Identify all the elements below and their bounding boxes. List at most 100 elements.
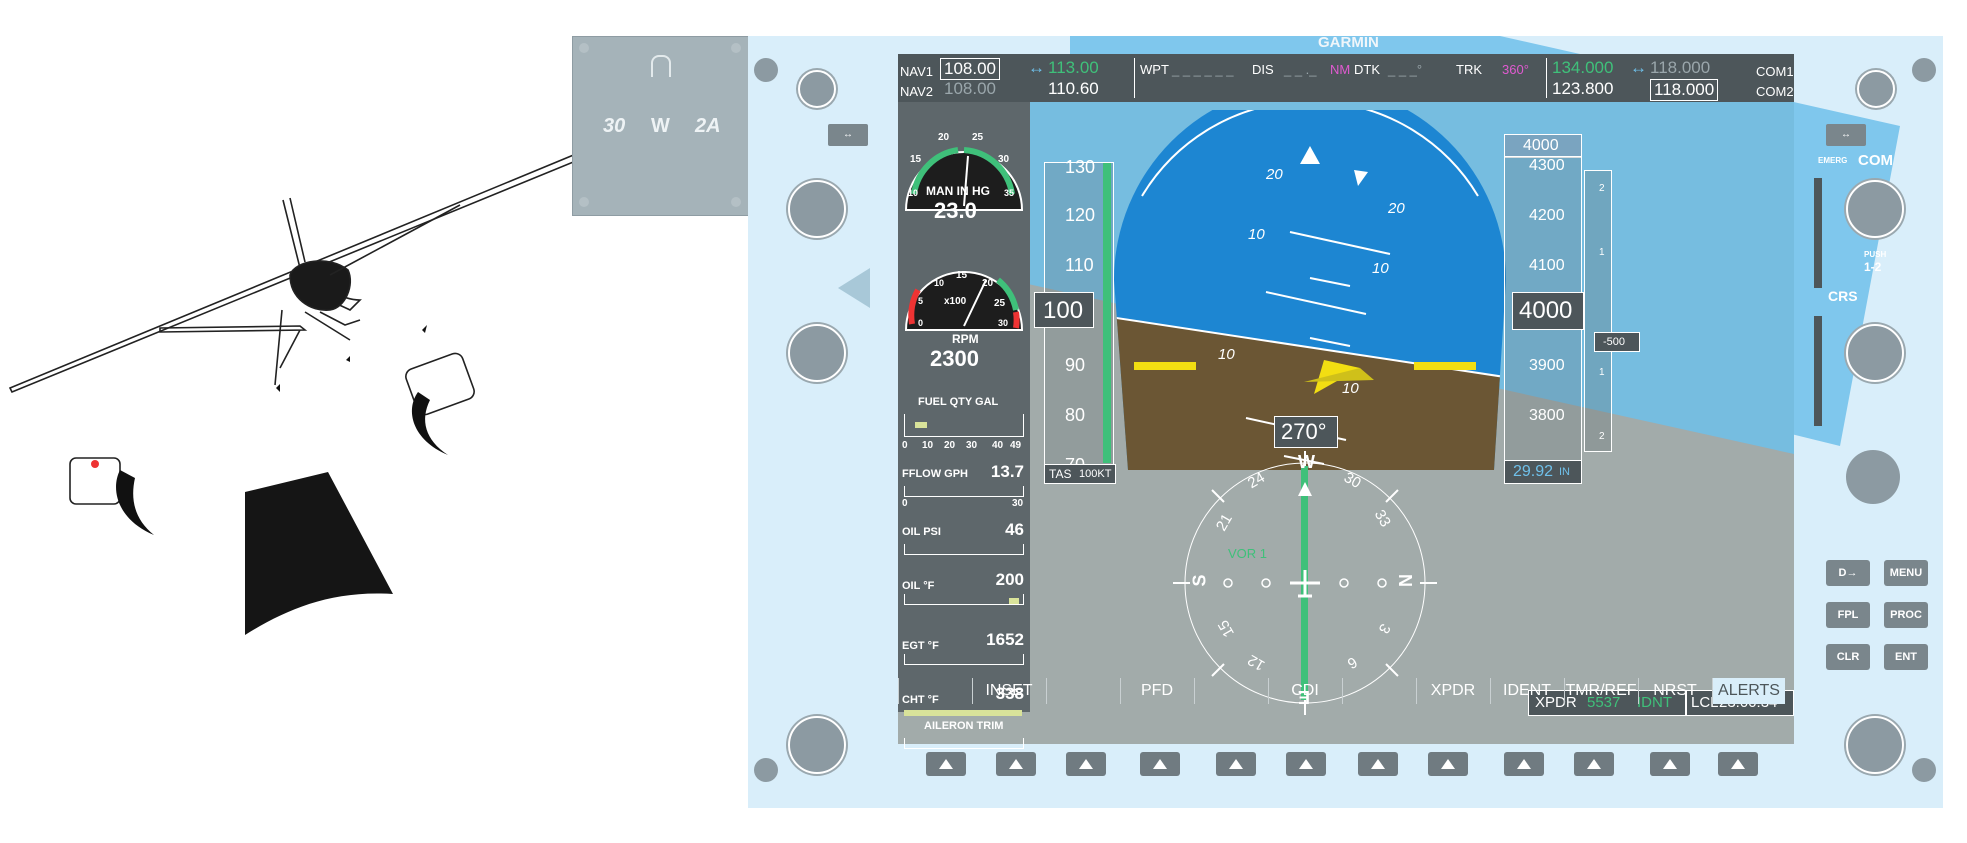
softkey-1[interactable] [898,678,971,704]
softkey-button-9[interactable] [1504,752,1544,776]
compass-heading-right: 2A [695,115,721,137]
direct-to-button[interactable]: D→ [1826,560,1870,586]
range-knob[interactable] [1846,450,1900,504]
softkey-button-7[interactable] [1358,752,1398,776]
altitude-knob[interactable] [788,716,846,774]
screw-icon [1912,758,1936,782]
crs-baro-knob[interactable] [1846,324,1904,382]
nav-volume-knob[interactable] [798,70,836,108]
com1-standby-frequency[interactable]: 118.000 [1650,58,1711,77]
oil-psi-bar [904,544,1024,555]
proc-button[interactable]: PROC [1884,602,1928,628]
fuel-qty-bar [904,414,1024,437]
com-label: COM [1858,152,1893,169]
magnetic-compass: 30 W 2A [572,36,750,216]
altitude-tick: 3900 [1529,357,1565,374]
engine-gauges [904,147,1024,331]
selected-altitude[interactable]: 4000 [1504,134,1582,158]
softkey-3[interactable] [1046,678,1119,704]
ent-button[interactable]: ENT [1884,644,1928,670]
aileron-trim-label: AILERON TRIM [924,720,1004,732]
softkey-alerts[interactable]: ALERTS [1712,678,1785,704]
baro-setting[interactable]: 29.92 IN [1504,460,1582,484]
trk-value: 360° [1502,62,1529,77]
xpdr-mode: IDNT [1637,694,1672,711]
softkey-cdi[interactable]: CDI [1268,678,1341,704]
nav-com-bar: NAV1 108.00 ↔ 113.00 NAV2 108.00 110.60 … [898,54,1794,102]
wpt-value: _ _ _ _ _ _ [1172,62,1234,77]
baro-value: 29.92 [1513,463,1554,480]
hsi-cardinal-n: N [1395,574,1415,587]
pfd-screen: NAV1 108.00 ↔ 113.00 NAV2 108.00 110.60 … [898,54,1794,749]
rpm-tick-30: 30 [998,318,1009,328]
heading-readout: 270° [1274,416,1338,448]
clr-button[interactable]: CLR [1826,644,1870,670]
airspeed-tick: 90 [1065,355,1086,375]
softkey-tmr-ref[interactable]: TMR/REF [1564,678,1637,704]
softkey-button-10[interactable] [1574,752,1614,776]
nav-frequency-knob[interactable] [788,180,846,238]
pitch-label-left-20: 20 [1266,166,1283,183]
pitch-label-right-minus10: 10 [1342,380,1359,397]
com2-label: COM2 [1756,84,1794,99]
softkey-button-1[interactable] [926,752,966,776]
softkey-button-8[interactable] [1428,752,1468,776]
manifold-gauge [904,147,1024,211]
softkey-ident[interactable]: IDENT [1490,678,1563,704]
com-swap-button[interactable]: ↔ [1826,124,1866,146]
rpm-label: RPM [952,332,979,346]
fuel-tick-0: 0 [902,440,908,451]
nav2-standby-frequency[interactable]: 108.00 [944,79,996,98]
com2-standby-frequency[interactable]: 118.000 [1650,79,1719,101]
softkey-button-2[interactable] [996,752,1036,776]
menu-button[interactable]: MENU [1884,560,1928,586]
softkey-button-12[interactable] [1718,752,1758,776]
softkey-button-6[interactable] [1286,752,1326,776]
xpdr-code: 5537 [1587,694,1621,711]
oil-temp-fill [1009,598,1019,604]
softkey-xpdr[interactable]: XPDR [1416,678,1489,704]
softkey-button-5[interactable] [1216,752,1256,776]
softkey-button-11[interactable] [1650,752,1690,776]
rpm-tick-20: 20 [982,278,994,289]
softkey-button-4[interactable] [1140,752,1180,776]
manifold-tick-10: 10 [908,188,919,198]
vertical-speed-readout: -500 [1594,332,1640,352]
altitude-tick: 4300 [1529,157,1565,174]
engine-indication-strip: 10 15 20 25 30 35 MAN IN HG 23.0 0 5 10 … [898,102,1030,749]
compass-top-icon [651,55,671,77]
altitude-tick: 3800 [1529,407,1565,424]
com-volume-knob[interactable] [1857,70,1895,108]
softkey-pfd[interactable]: PFD [1120,678,1193,704]
oil-temp-bar [904,594,1024,605]
runway-marker [422,325,427,333]
heading-knob[interactable] [788,324,846,382]
divider [1546,58,1547,98]
egt-label: EGT °F [902,640,939,652]
clock-label: LCL [1691,694,1719,711]
com-frequency-knob[interactable] [1846,180,1904,238]
fuel-tick-10: 10 [922,440,934,451]
nav1-active-frequency: 113.00 [1048,58,1099,77]
emerg-label: EMERG [1818,156,1848,165]
wpt-label: WPT [1140,62,1169,77]
pitch-label-right-20: 20 [1388,200,1405,217]
hsi-cardinal-s: S [1189,574,1210,587]
softkey-7[interactable] [1342,678,1415,704]
airspeed-readout: 100 [1034,292,1094,328]
airspeed-tick: 80 [1065,405,1086,425]
pitch-label-left-minus10: 10 [1218,346,1235,363]
manifold-label: MAN IN HG [926,184,990,198]
beacon-light-icon [69,457,154,535]
fpl-button[interactable]: FPL [1826,602,1870,628]
fms-knob[interactable] [1846,716,1904,774]
nav-swap-button[interactable]: ↔ [828,124,868,146]
softkey-5[interactable] [1194,678,1267,704]
softkey-button-3[interactable] [1066,752,1106,776]
softkey-nrst[interactable]: NRST [1638,678,1711,704]
softkey-inset[interactable]: INSET [972,678,1045,704]
nav1-standby-frequency[interactable]: 108.00 [940,58,1000,80]
oil-temp-value: 200 [995,570,1024,589]
airplane-icon [8,141,612,394]
rpm-tick-5: 5 [918,296,924,306]
